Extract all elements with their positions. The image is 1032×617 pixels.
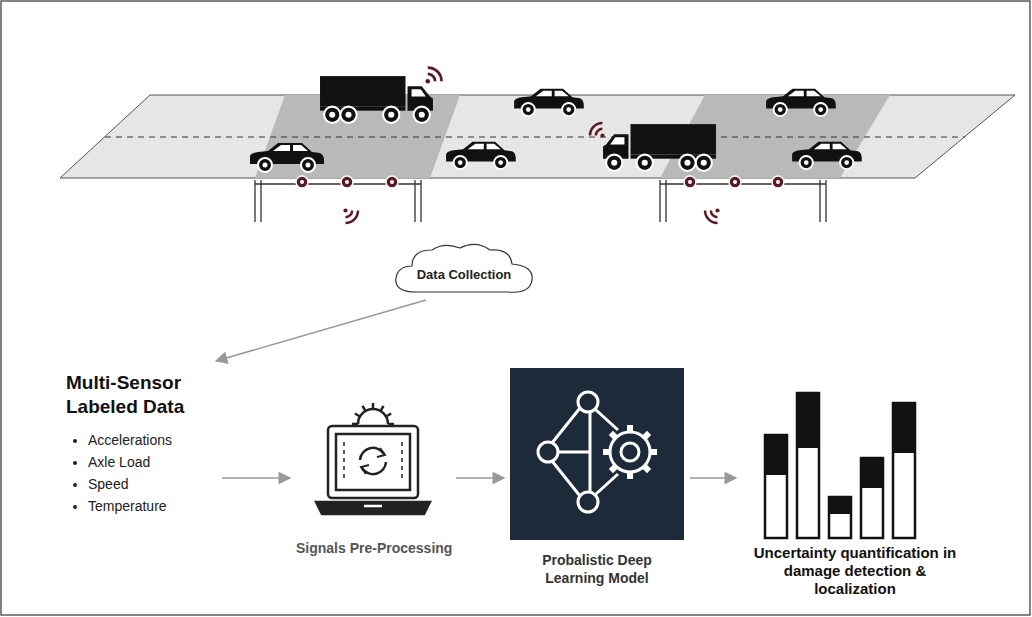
diagram-node: Multi-Sensor Labeled DataAccelerationsAx… [66, 371, 216, 517]
label-text: Uncertainty quantification in damage det… [742, 544, 968, 598]
label-text: Speed [88, 473, 216, 495]
bullet-list: AccelerationsAxle LoadSpeedTemperature [66, 429, 216, 517]
label-text: Probalistic Deep Learning Model [522, 551, 672, 587]
label-text: Data Collection [417, 267, 512, 282]
model-box [510, 368, 684, 540]
label-text: Multi-Sensor Labeled Data [66, 371, 216, 419]
flow-arrow [690, 477, 736, 479]
flow-arrow [222, 477, 290, 479]
diagram-node: Data Collection [388, 240, 540, 302]
network-icon [510, 368, 684, 540]
label-text: Temperature [88, 495, 216, 517]
bar-chart-icon [742, 390, 968, 540]
flow-arrow [216, 300, 426, 361]
label-text: Axle Load [88, 451, 216, 473]
laptop-icon [296, 402, 450, 526]
label-text: Signals Pre-Processing [296, 540, 450, 556]
flow-arrow [456, 477, 504, 479]
diagram-node: Uncertainty quantification in damage det… [742, 390, 968, 598]
diagram-node: Signals Pre-Processing [296, 402, 450, 556]
label-text: Accelerations [88, 429, 216, 451]
diagram-node: Probalistic Deep Learning Model [510, 368, 684, 587]
